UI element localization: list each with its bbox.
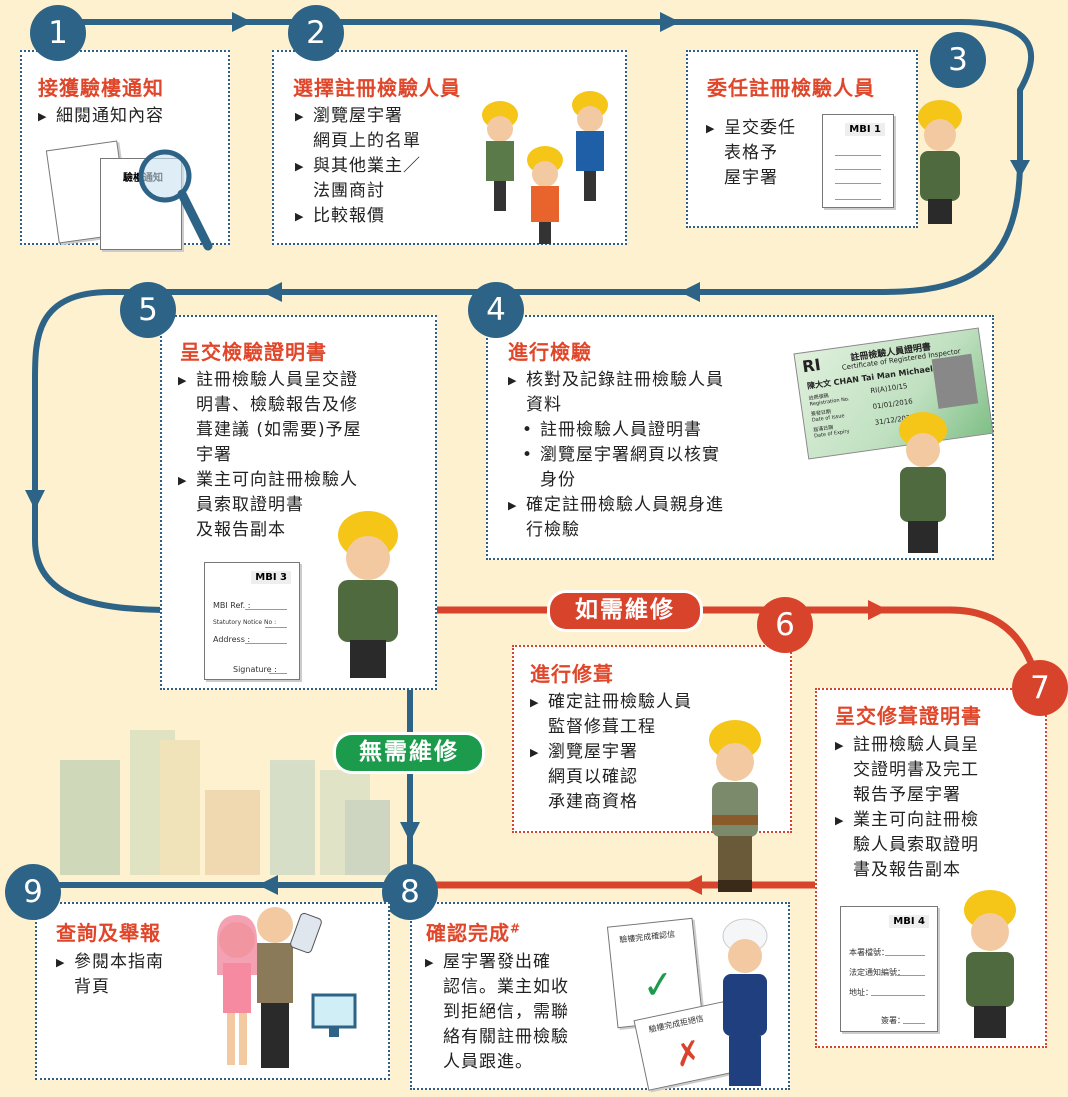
- arrow-7: [868, 600, 888, 620]
- step-6-title: 進行修葺: [530, 662, 614, 686]
- step-2-bullets: 瀏覽屋宇署 網頁上的名單與其他業主／ 法團商討比較報價: [295, 104, 421, 229]
- inspectors-group-icon: [482, 91, 608, 244]
- step-3-bullets: 呈交委任 表格予 屋宇署: [706, 116, 796, 191]
- inspector-7-icon: [964, 890, 1016, 1038]
- contractor-icon: [709, 720, 761, 892]
- step-3-title: 委任註冊檢驗人員: [707, 76, 875, 100]
- step-2-number: 2: [288, 5, 344, 61]
- ri-reg: RI(A)10/15: [869, 382, 909, 396]
- arrow-3: [1010, 160, 1030, 178]
- arrow-1: [232, 12, 252, 32]
- step-9-number: 9: [5, 864, 61, 920]
- step-5-bullets: 註冊檢驗人員呈交證 明書、檢驗報告及修 葺建議 (如需要)予屋 宇署業主可向註冊…: [178, 368, 418, 543]
- step-1-title: 接獲驗樓通知: [38, 76, 164, 100]
- ri-logo: RI: [801, 354, 822, 377]
- magnifier-icon: [138, 149, 213, 251]
- ri-photo: [931, 353, 979, 409]
- mbi4-field-notice: 法定通知編號：: [849, 968, 905, 977]
- mbi4-field-address: 地址：: [849, 988, 873, 997]
- city-skyline: [60, 730, 390, 875]
- ri-reg-label: 註冊號碼 Registration No.: [808, 393, 850, 408]
- step-2-title: 選擇註冊檢驗人員: [293, 76, 461, 100]
- flow-line-top: [32, 19, 1035, 613]
- step-8-title: 確認完成#: [426, 917, 521, 946]
- form-mbi1: MBI 1: [822, 114, 894, 208]
- inspector-4-icon: [899, 412, 947, 553]
- form-mbi4: MBI 4 本署檔號： 法定通知編號： 地址： 簽署：: [840, 906, 938, 1032]
- step-7-title: 呈交修葺證明書: [835, 704, 982, 728]
- arrow-4: [680, 282, 700, 302]
- step-1-number: 1: [30, 5, 86, 61]
- step-6-number: 6: [757, 597, 813, 653]
- phone-icon: [290, 912, 322, 954]
- mbi4-field-ref: 本署檔號：: [849, 948, 889, 957]
- arrow-10: [258, 875, 278, 895]
- ri-expiry-label: 屆滿日期 Date of Expiry: [812, 424, 850, 440]
- step-8-bullets: 屋宇署發出確 認信。業主如收 到拒絕信，需聯 絡有關註冊檢驗 人員跟進。: [425, 950, 569, 1075]
- officer-icon: [722, 918, 768, 1086]
- mbi4-field-signature: 簽署：: [881, 1016, 905, 1025]
- mbi3-field-address: Address :: [213, 635, 251, 644]
- step-9-bullets: 參閱本指南 背頁: [56, 950, 164, 1000]
- step-8-title-text: 確認完成: [426, 921, 510, 945]
- step-9-title: 查詢及舉報: [56, 921, 161, 945]
- step-4-title: 進行檢驗: [508, 340, 592, 364]
- mbi3-field-notice: Statutory Notice No :: [213, 619, 277, 626]
- step-7-bullets: 註冊檢驗人員呈 交證明書及完工 報告予屋宇署業主可向註冊檢 驗人員索取證明 書及…: [835, 733, 979, 883]
- arrow-6: [25, 490, 45, 510]
- need-repair-tag: 如需維修: [550, 593, 700, 629]
- step-5-number: 5: [120, 282, 176, 338]
- step-4-bullets: 核對及記錄註冊檢驗人員 資料註冊檢驗人員證明書瀏覽屋宇署網頁以核實 身份確定註冊…: [508, 368, 788, 543]
- mbi3-field-signature: Signature :: [233, 665, 277, 674]
- arrow-9: [400, 822, 420, 842]
- ri-issue-label: 簽發日期 Date of Issue: [810, 408, 845, 424]
- monitor-icon: [311, 993, 357, 1037]
- form-mbi3: MBI 3 MBI Ref. : Statutory Notice No : A…: [204, 562, 300, 680]
- enquiry-people-icon: [217, 907, 357, 1068]
- mbi3-field-ref: MBI Ref. :: [213, 601, 251, 610]
- arrow-2: [660, 12, 680, 32]
- step-7-number: 7: [1012, 660, 1068, 716]
- arrow-8: [682, 875, 702, 895]
- check-icon: ✓: [640, 961, 677, 1009]
- cross-icon: ✗: [670, 1032, 706, 1076]
- letter-ok-label: 驗樓完成確認信: [618, 929, 676, 945]
- arrow-5: [262, 282, 282, 302]
- step-8-title-mark: #: [510, 921, 522, 936]
- step-1-bullets: 細閱通知內容: [38, 104, 164, 129]
- no-repair-tag: 無需維修: [336, 735, 482, 771]
- step-3-number: 3: [930, 32, 986, 88]
- step-6-bullets: 確定註冊檢驗人員 監督修葺工程瀏覽屋宇署 網頁以確認 承建商資格: [530, 690, 692, 815]
- step-5-title: 呈交檢驗證明書: [180, 340, 327, 364]
- step-4-number: 4: [468, 282, 524, 338]
- inspector-3-icon: [918, 100, 962, 224]
- inspector-5-icon: [338, 511, 398, 678]
- step-8-number: 8: [382, 864, 438, 920]
